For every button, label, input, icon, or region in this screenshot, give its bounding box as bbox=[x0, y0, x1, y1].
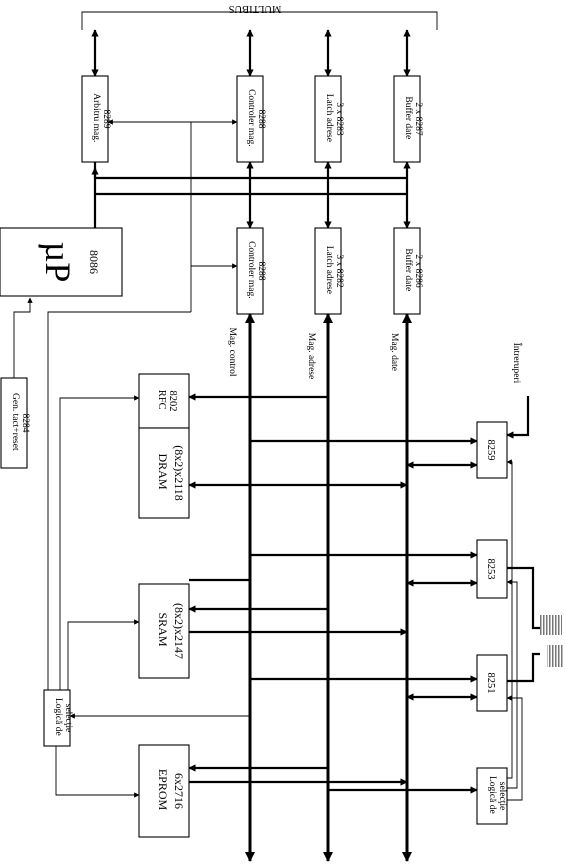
arbiter-box: Arbitru mag. 8289 bbox=[81, 75, 111, 163]
upper-bus-controller-chip: 8288 bbox=[256, 110, 266, 129]
eprom-chip: 6x2716 bbox=[172, 773, 186, 809]
svg-text:Buffer date 2 x 8287: Buffer date 2 x 8287 bbox=[403, 96, 423, 141]
io-connector-bottom bbox=[547, 645, 564, 667]
lower-bus-controller-box: Controler mag. 8288 bbox=[236, 227, 266, 315]
lower-bus-controller-chip: 8288 bbox=[256, 262, 266, 281]
right-selection-logic-sub: selecţie bbox=[497, 782, 507, 810]
dram-box: DRAM (8x2)x2118 bbox=[138, 427, 190, 519]
upper-address-latch-label: Latch adrese bbox=[324, 94, 334, 142]
pic-label: 8259 bbox=[485, 440, 496, 461]
lower-address-latch-chip: 3 x 8282 bbox=[334, 254, 344, 288]
upper-data-buffer-label: Buffer date bbox=[403, 96, 414, 139]
pit-label: 8253 bbox=[485, 559, 496, 580]
interrupt-input: Întreruperi bbox=[506, 343, 530, 439]
address-bus-label: Mag. adrese bbox=[306, 333, 316, 379]
pic-8259-box: 8259 bbox=[476, 421, 508, 479]
arbiter-chip: 8289 bbox=[101, 110, 111, 129]
clock-generator-chip: 8284 bbox=[20, 414, 30, 433]
dram-label: DRAM bbox=[156, 453, 170, 489]
lower-bus-controller-label: Controler mag. bbox=[246, 241, 256, 299]
clock-generator-label: Gen. tact+reset bbox=[10, 393, 20, 451]
right-selection-logic-box: Logică de selecţie bbox=[476, 767, 508, 825]
usart-label: 8251 bbox=[485, 673, 496, 694]
multibus-bracket: MULTIBUS bbox=[81, 3, 438, 30]
svg-text:SRAM (8x2)x2147: SRAM (8x2)x2147 bbox=[156, 603, 186, 659]
svg-text:Controler mag. 8288: Controler mag. 8288 bbox=[246, 241, 266, 301]
svg-text:EPROM 6x2716: EPROM 6x2716 bbox=[156, 769, 186, 813]
multibus-connections bbox=[91, 29, 411, 77]
lower-address-latch-box: Latch adrese 3 x 8282 bbox=[314, 227, 344, 315]
upper-address-latch-box: Latch adrese 3 x 8283 bbox=[314, 75, 344, 163]
svg-text:RFC 8202: RFC 8202 bbox=[156, 390, 178, 412]
svg-text:Latch adrese 3 x 8282: Latch adrese 3 x 8282 bbox=[324, 246, 344, 297]
left-selection-logic-sub: selecţie bbox=[63, 704, 73, 732]
sram-box: SRAM (8x2)x2147 bbox=[138, 583, 190, 679]
usart-8251-box: 8251 bbox=[476, 654, 508, 712]
svg-text:Arbitru mag. 8289: Arbitru mag. 8289 bbox=[91, 93, 111, 144]
cpu-local-bus bbox=[91, 161, 411, 229]
sram-chip: (8x2)x2147 bbox=[172, 603, 186, 659]
upper-data-buffer-chip: 2 x 8287 bbox=[413, 102, 423, 136]
lower-data-buffer-label: Buffer date bbox=[403, 248, 414, 291]
lower-address-latch-label: Latch adrese bbox=[324, 246, 334, 294]
svg-text:Controler mag. 8288: Controler mag. 8288 bbox=[246, 89, 266, 149]
interrupts-label: Întreruperi bbox=[511, 343, 523, 384]
dram-chip: (8x2)x2118 bbox=[172, 445, 186, 501]
right-selection-logic-label: Logică de bbox=[487, 776, 497, 814]
upper-bus-controller-label: Controler mag. bbox=[246, 89, 256, 147]
peripheral-bus-links bbox=[250, 437, 478, 794]
upper-address-latch-chip: 3 x 8283 bbox=[334, 102, 344, 136]
clock-generator-box: Gen. tact+reset 8284 bbox=[0, 297, 33, 469]
svg-text:Logică de selecţie: Logică de selecţie bbox=[487, 776, 507, 816]
left-selection-logic-box: Logică de selecţie bbox=[43, 689, 73, 747]
memory-bus-links bbox=[188, 393, 408, 786]
eprom-box: EPROM 6x2716 bbox=[138, 744, 190, 838]
cpu-block: µP 8086 bbox=[0, 227, 123, 297]
sram-label: SRAM bbox=[156, 612, 170, 646]
rfc-chip: 8202 bbox=[167, 391, 178, 412]
lower-data-buffer-chip: 2 x 8286 bbox=[413, 254, 423, 288]
multibus-label: MULTIBUS bbox=[228, 3, 281, 14]
lower-data-buffer-box: Buffer date 2 x 8286 bbox=[393, 227, 423, 315]
upper-bus-controller-box: Controler mag. 8288 bbox=[236, 75, 266, 163]
pit-8253-box: 8253 bbox=[476, 539, 508, 599]
left-selection-logic-label: Logică de bbox=[53, 698, 63, 736]
system-buses: Mag. control Mag. adrese Mag. date bbox=[227, 312, 413, 863]
arbiter-label: Arbitru mag. bbox=[91, 93, 101, 142]
select-lines bbox=[506, 459, 523, 801]
cpu-model: 8086 bbox=[87, 250, 101, 274]
upper-data-buffer-box: Buffer date 2 x 8287 bbox=[393, 75, 423, 163]
rfc-box: RFC 8202 bbox=[138, 373, 190, 429]
svg-text:DRAM (8x2)x2118: DRAM (8x2)x2118 bbox=[156, 445, 186, 501]
svg-text:Buffer date 2 x 8286: Buffer date 2 x 8286 bbox=[403, 248, 423, 293]
data-bus-label: Mag. date bbox=[389, 333, 399, 371]
control-bus-label: Mag. control bbox=[227, 327, 237, 376]
cpu-symbol: µP bbox=[38, 242, 78, 283]
svg-text:Logică de selecţie: Logică de selecţie bbox=[53, 698, 73, 738]
svg-text:Latch adrese 3 x 8283: Latch adrese 3 x 8283 bbox=[324, 94, 344, 145]
eprom-label: EPROM bbox=[156, 769, 170, 811]
svg-text:Gen. tact+reset 8284: Gen. tact+reset 8284 bbox=[10, 393, 30, 453]
io-connector-top bbox=[540, 615, 562, 635]
rfc-label: RFC bbox=[156, 390, 167, 410]
io-connector bbox=[507, 566, 564, 683]
